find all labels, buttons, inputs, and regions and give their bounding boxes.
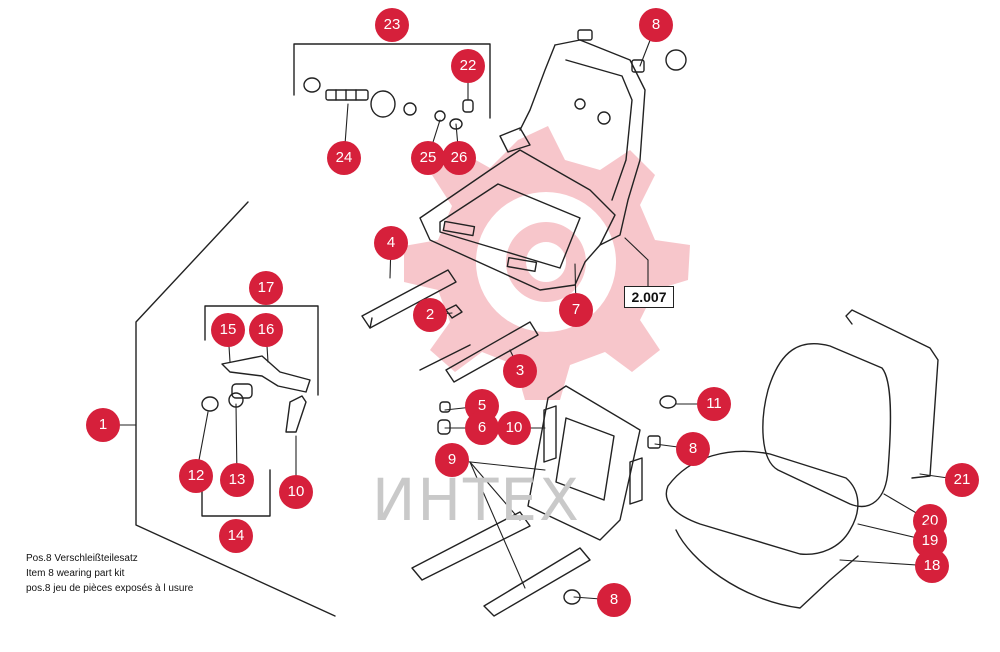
callout-6: 6 (465, 411, 499, 445)
callout-24: 24 (327, 141, 361, 175)
callout-4: 4 (374, 226, 408, 260)
callout-1: 1 (86, 408, 120, 442)
legend-line-de: Pos.8 Verschleißteilesatz (26, 553, 138, 564)
callout-10: 10 (497, 411, 531, 445)
callout-22: 22 (451, 49, 485, 83)
hinge-bolt-assembly (303, 77, 474, 130)
slide-rails (361, 269, 539, 383)
adjustment-lever (201, 355, 311, 433)
callout-brackets (135, 43, 491, 617)
callout-26: 26 (442, 141, 476, 175)
callout-13: 13 (220, 463, 254, 497)
seat-cushions (665, 309, 939, 609)
callout-14: 14 (219, 519, 253, 553)
reference-box: 2.007 (624, 286, 674, 308)
suspension-mechanism (411, 385, 677, 617)
callout-2: 2 (413, 298, 447, 332)
callout-10: 10 (279, 475, 313, 509)
callout-7: 7 (559, 293, 593, 327)
callout-8: 8 (639, 8, 673, 42)
callout-21: 21 (945, 463, 979, 497)
callout-25: 25 (411, 141, 445, 175)
legend: Pos.8 Verschleißteilesatz Item 8 wearing… (26, 551, 193, 596)
callout-9: 9 (435, 443, 469, 477)
seat-frame (419, 29, 687, 291)
callout-3: 3 (503, 354, 537, 388)
watermark-text: ИНТЕХ (372, 466, 581, 534)
callout-18: 18 (915, 549, 949, 583)
callout-16: 16 (249, 313, 283, 347)
callout-17: 17 (249, 271, 283, 305)
callout-8: 8 (676, 432, 710, 466)
callout-23: 23 (375, 8, 409, 42)
callout-8: 8 (597, 583, 631, 617)
callout-12: 12 (179, 459, 213, 493)
callout-15: 15 (211, 313, 245, 347)
legend-line-en: Item 8 wearing part kit (26, 568, 125, 579)
legend-line-fr: pos.8 jeu de pièces exposés à l usure (26, 583, 194, 594)
callout-11: 11 (697, 387, 731, 421)
